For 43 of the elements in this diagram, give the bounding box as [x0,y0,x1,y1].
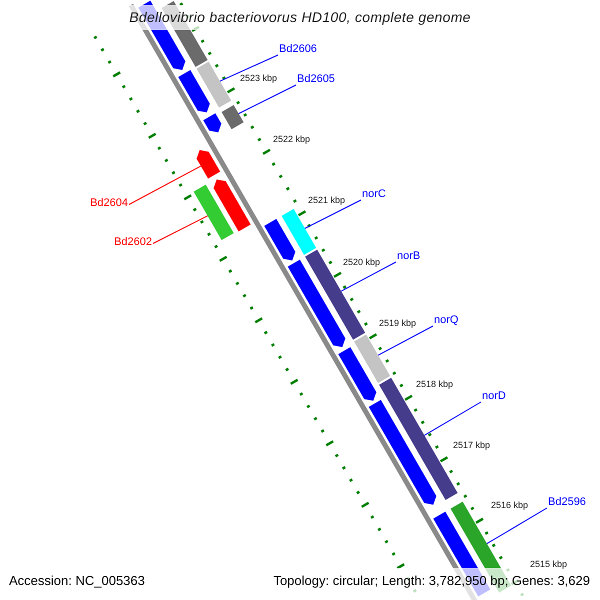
scale-label: 2522 kbp [273,135,310,144]
leader-line [238,84,296,114]
gene-segment [288,260,346,348]
gene-bar [305,250,366,340]
gene-bar [196,62,232,108]
leader-line [304,200,362,229]
leader-line [486,508,548,544]
scale-label: 2515 kbp [530,560,568,569]
leader-line [128,166,202,205]
gene-label: norB [397,250,420,263]
gene-segment [338,347,376,401]
gene-segment [264,218,296,260]
gene-segment [196,150,220,179]
gene-label: norQ [434,314,458,327]
gene-segment [203,113,222,132]
gene-segment [178,70,210,112]
scale-label: 2518 kbp [416,380,454,389]
scale-label: 2520 kbp [343,258,380,267]
gene-label: Bd2604 [90,197,128,210]
footer-text: Topology: circular; Length: 3,782,950 bp; Genes: 3,629 [273,574,590,587]
leader-line [152,215,208,244]
gene-segment [214,179,251,232]
gene-bar [282,208,316,255]
gene-bar [194,184,234,240]
leader-line [424,402,482,436]
gene-segment [368,400,436,505]
gene-label: Bd2605 [297,73,335,86]
gene-label: Bd2602 [114,236,152,249]
gene-label: Bd2606 [279,43,317,56]
leader-line [340,262,396,292]
leader-line [219,54,278,82]
gene-label: Bd2596 [548,496,586,509]
gene-label: norD [482,390,506,403]
scale-label: 2517 kbp [453,441,490,450]
scale-label: 2519 kbp [379,319,416,328]
scale-label: 2521 kbp [308,196,346,205]
leader-line [378,326,434,356]
scale-label: 2523 kbp [240,74,278,83]
gene-bar [222,104,244,130]
gene-label: norC [362,188,386,201]
footer-text: Accession: NC_005363 [9,574,145,587]
gene-bar [354,334,390,384]
scale-label: 2516 kbp [491,501,528,510]
